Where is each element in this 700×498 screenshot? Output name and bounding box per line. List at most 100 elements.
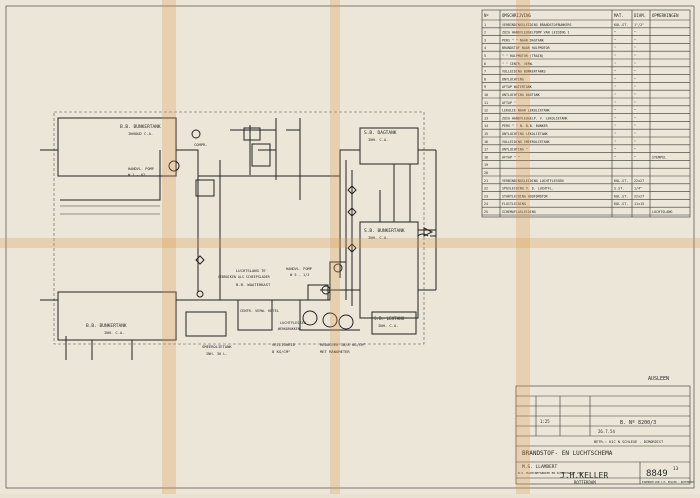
parts-cell: ONTLUCHTING LEKOLIETANK [502,132,548,136]
company-name: J.H.KELLER [560,471,608,480]
bb-bunkertank-bottom [57,291,177,341]
parts-cell: PERS " " NAAR DAGTANK [502,38,544,42]
handvl-pomp2-cap: W 5 - 1/2 [290,273,309,277]
handvl-pomp2-label: HANDVL. POMP [286,267,312,271]
parts-cell: 17 [484,148,488,152]
veiligheid-value: 8 KG/CM² [272,349,290,354]
luchtslang-label: LUCHTSLANG TE [236,268,266,273]
smeerolietank-box [185,311,227,337]
parts-header-2: MAT. [614,13,624,18]
parts-cell: " [634,77,636,81]
parts-cell: 3 [484,38,486,42]
sb-lektank-label: S.B. LEKTANK [374,316,405,321]
parts-cell: " [614,70,616,74]
parts-cell: S.ST. [614,187,624,191]
parts-cell: " [614,54,616,58]
parts-cell: 22 [484,187,488,191]
parts-cell: 20 [484,171,488,175]
centr-verw-ketel [237,299,273,331]
parts-cell: 11x15 [634,202,644,206]
parts-cell: 7 [484,70,486,74]
parts-cell: SPUILEIDING V. D. LUCHTFL. [502,187,554,191]
parts-header-0: Nº [484,13,489,18]
drawing-ref: BETR.: KIC N SCHLEGE - DIMORDIST [594,440,664,444]
handvl-pomp-cap: W 1 - 62 [128,173,145,177]
parts-cell: 23 [484,194,488,198]
parts-header-1: OMSCHRIJVING [502,13,531,18]
parts-cell: " [634,124,636,128]
parts-cell: LUCHTSLANG [652,210,672,214]
parts-cell: " [634,46,636,50]
parts-cell: VERBINDINGSLEIDING BRANDSTOFBUNKERS [502,23,571,27]
date-value: 26.7.54 [598,429,615,434]
company-line: N.V. MACHINEFABRIEK EN SCHEEPSWERF VAN [518,471,582,475]
sheet-border [5,5,695,489]
compr-label: COMPR. [194,142,208,147]
parts-cell: 13 [484,116,488,120]
parts-cell: STEMPEL [652,155,666,159]
parts-cell: ONTLUCHTING " [502,148,528,152]
parts-cell: 6 [484,62,486,66]
parts-cell: ONTLUCHTING [502,77,524,81]
title-block [515,385,691,485]
luchtfl-label2: WERKDRUKKEN [278,327,300,331]
parts-cell: " [634,132,636,136]
parts-cell: 22x27 [634,179,644,183]
parts-cell: ZUIG HANDVLEUGELPOMP VAN LEIDING 1 [502,31,570,35]
piping-lines [40,118,437,360]
fold-stain-h1 [0,238,700,248]
parts-cell: " [614,109,616,113]
luchtfl-label: LUCHTFLESSEN [280,321,306,325]
parts-cell: " [614,116,616,120]
parts-cell: ONTLUCHTING DAGTANK [502,93,540,97]
smeerolie-label: SMEEROLIETANK [202,344,232,349]
parts-cell: 12 [484,109,488,113]
parts-cell: " [634,62,636,66]
smeerolie-cap: INH. 30 L. [206,352,228,356]
manometer-label: MET MANOMETER [320,349,350,354]
centr-verw-label: CENTR. VERW. KETEL [240,309,279,313]
parts-cell: STARTLEIDING HOOFDMOTOR [502,194,548,198]
parts-cell: AFTAP " " [502,155,520,159]
parts-cell: 2 [484,31,486,35]
parts-cell: LEKOLIE NAAR LEKOLIETANK [502,109,550,113]
parts-cell: 4 [484,46,486,50]
scale-value: 1:25 [540,419,550,424]
parts-cell: " [614,101,616,105]
parts-cell: 25 [484,210,488,214]
parts-cell: SCHEMAFLASLEIDING [502,210,536,214]
bb-bunkertank-bottom-cap: INH. C.A. [104,330,125,335]
ship-name: M.S. LLAMBERT [522,464,558,470]
parts-header-4: OPMERKINGEN [652,13,679,18]
parts-cell: " " CENTR. VERW. [502,62,534,66]
fold-stain-v2 [330,0,340,494]
parts-cell: " [634,85,636,89]
parts-cell: 11 [484,101,488,105]
veiligheid-label: VEILIGHEID [272,342,296,347]
parts-cell: VULLEIDING BUNKERTANKS [502,70,546,74]
bb-bunkertank-top-label: B.B. BUNKERTANK [120,124,161,130]
parts-cell: " [634,155,636,159]
footer-text: EIGENDOM VAN J.H. KELLER - ROTTERDAM [642,481,694,484]
parts-cell: " [614,132,616,136]
parts-header-3: DIAM. [634,13,646,18]
parts-cell: " [614,31,616,35]
sb-lektank-cap: INH. C.A. [378,323,399,328]
parts-cell: VERBINDINGSLEIDING LUCHTFLESSEN [502,179,564,183]
parts-cell: " [634,101,636,105]
parts-cell: 21 [484,179,488,183]
parts-cell: " [614,85,616,89]
parts-cell: 22x27 [634,194,644,198]
bb-bunkertank-top [57,117,177,177]
parts-cell: " [614,77,616,81]
parts-cell: " [634,38,636,42]
sheet-number: 8849 [646,469,668,479]
parts-cell: 1 [484,23,486,27]
parts-cell: PERS " " N. B.B. BUNKER [502,124,548,128]
parts-cell: " " HULPMOTOR (TRAIN) [502,54,544,58]
parts-cell: " [614,93,616,97]
parts-cell: " [634,93,636,97]
